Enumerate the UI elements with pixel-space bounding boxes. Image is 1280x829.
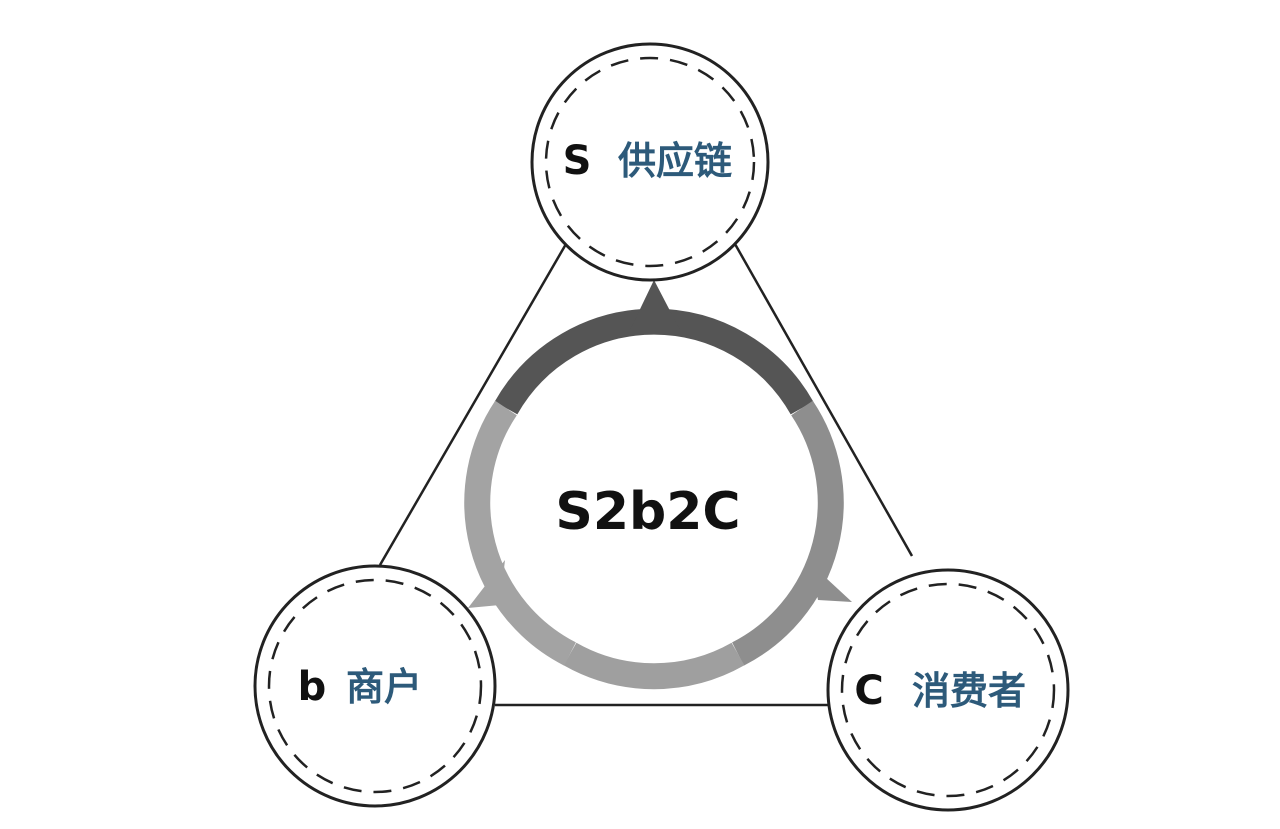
center-ring: S2b2C [464,280,852,690]
node-supply: S 供应链 [530,42,770,282]
ring-arc-bottom [563,642,745,690]
node-consumer-name: 消费者 [912,669,1026,713]
connector-lines [378,243,914,707]
ring-arrow-top [630,280,680,330]
node-supply-outer [530,42,770,282]
center-label: S2b2C [555,482,740,542]
node-merchant-letter: b [298,664,327,710]
node-consumer: C 消费者 [826,568,1070,812]
ring-arc-right [731,400,844,666]
ring-arrow-left [468,560,505,608]
node-merchant-inner-dashed [267,578,483,794]
line-supply-consumer [733,243,914,557]
node-merchant-outer [253,564,497,808]
ring-arc-top [494,308,814,415]
node-supply-letter: S [563,138,592,184]
node-merchant: b 商户 [253,564,497,808]
node-merchant-name: 商户 [346,665,422,709]
node-consumer-letter: C [854,668,883,714]
node-consumer-outer [826,568,1070,812]
ring-arrow-right [812,565,852,602]
node-supply-inner-dashed [544,56,756,268]
ring-arc-left [464,400,577,666]
node-supply-name: 供应链 [618,139,732,183]
line-supply-merchant [378,243,568,566]
node-consumer-inner-dashed [840,582,1056,798]
